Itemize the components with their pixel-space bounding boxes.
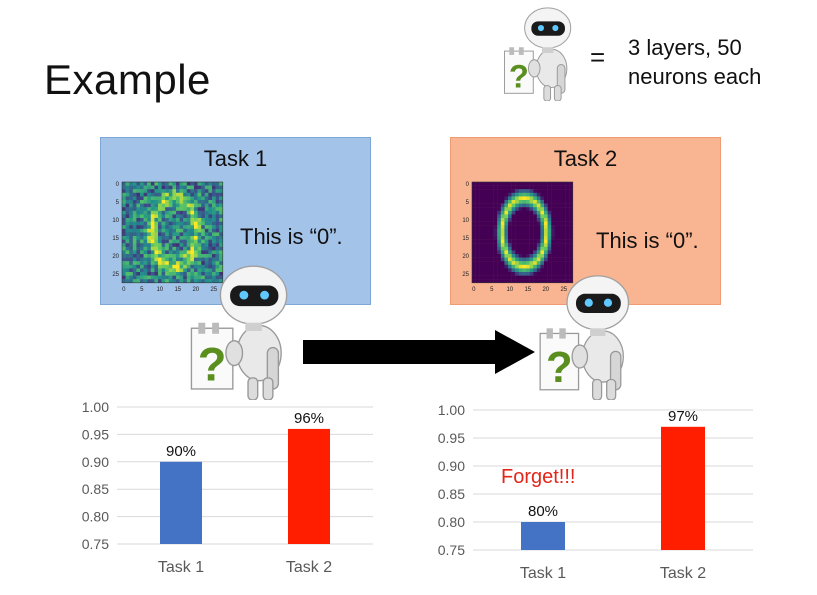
task-1-noisy-digit-image: 0 5 10 15 20 25 0 5 10 15 20 25 [112, 181, 224, 293]
question-mark-icon: ? [539, 328, 580, 392]
y-tick-label: 0.80 [438, 514, 465, 530]
y-tick-label: 1.00 [82, 399, 109, 415]
task-2-title: Task 2 [553, 146, 618, 171]
image-y-tick-label: 25 [462, 272, 469, 278]
image-y-tick-label: 10 [462, 218, 469, 224]
legend-equals-sign: = [590, 42, 606, 72]
task-1-caption: This is “0”. [240, 224, 343, 249]
svg-text:?: ? [546, 344, 573, 392]
image-x-tick-label: 15 [524, 287, 531, 293]
image-x-tick-label: 25 [210, 287, 217, 293]
image-y-tick-label: 0 [466, 182, 470, 188]
image-x-tick-label: 5 [140, 287, 144, 293]
image-y-tick-label: 5 [466, 200, 470, 206]
y-tick-label: 0.80 [82, 509, 109, 525]
data-label: 96% [294, 410, 324, 427]
category-label: Task 2 [660, 565, 706, 582]
task-2-caption: This is “0”. [596, 228, 699, 253]
y-tick-label: 0.90 [438, 458, 465, 474]
category-label: Task 1 [158, 559, 204, 576]
robot-icon: ? [190, 265, 288, 400]
image-y-tick-label: 15 [112, 236, 119, 242]
y-tick-label: 0.75 [438, 542, 465, 558]
svg-text:?: ? [198, 339, 227, 391]
bar [160, 461, 202, 544]
image-y-tick-label: 20 [462, 254, 469, 260]
task-1-title: Task 1 [203, 146, 268, 171]
image-x-tick-label: 20 [192, 287, 199, 293]
robot-icon: ? [504, 7, 572, 101]
right-arrow-icon [303, 330, 535, 374]
bar-chart-2: 0.75 0.80 0.85 0.90 0.95 1.00 80% Task 1 97% Task… [438, 402, 753, 582]
task-2-digit-image: 0 5 10 15 20 25 0 5 10 15 20 25 [462, 181, 574, 293]
data-label: 97% [668, 408, 698, 425]
slide-title: Example [44, 56, 211, 103]
data-label: 90% [166, 443, 196, 460]
image-x-tick-label: 10 [156, 287, 163, 293]
image-x-tick-label: 0 [472, 287, 476, 293]
forget-annotation: Forget!!! [501, 466, 576, 488]
y-tick-label: 0.90 [82, 454, 109, 470]
y-tick-label: 1.00 [438, 402, 465, 418]
category-label: Task 1 [520, 565, 566, 582]
bar [288, 428, 330, 544]
y-tick-label: 0.95 [82, 426, 109, 442]
image-y-tick-label: 10 [112, 218, 119, 224]
image-y-tick-label: 15 [462, 236, 469, 242]
bar [521, 522, 565, 550]
image-x-tick-label: 5 [490, 287, 494, 293]
svg-text:?: ? [509, 58, 529, 95]
bar [661, 426, 705, 550]
robot-icon: ? [539, 275, 630, 400]
question-mark-icon: ? [190, 322, 234, 391]
y-tick-label: 0.95 [438, 430, 465, 446]
image-y-tick-label: 0 [116, 182, 120, 188]
data-label: 80% [528, 503, 558, 520]
image-y-tick-label: 20 [112, 254, 119, 260]
task-2-panel: Task 2 0 5 10 15 20 25 0 5 10 15 20 25 This is “0”. [450, 137, 721, 305]
image-x-tick-label: 20 [542, 287, 549, 293]
y-tick-label: 0.75 [82, 536, 109, 552]
image-y-tick-label: 25 [112, 272, 119, 278]
image-y-tick-label: 5 [116, 200, 120, 206]
bar-chart-1: 0.75 0.80 0.85 0.90 0.95 1.00 90% Task 1 96% Task… [82, 399, 373, 576]
y-tick-label: 0.85 [82, 481, 109, 497]
category-label: Task 2 [286, 559, 332, 576]
image-x-tick-label: 0 [122, 287, 126, 293]
image-x-tick-label: 15 [174, 287, 181, 293]
image-x-tick-label: 25 [560, 287, 567, 293]
y-tick-label: 0.85 [438, 486, 465, 502]
legend-description: 3 layers, 50 neurons each [628, 35, 762, 89]
image-x-tick-label: 10 [506, 287, 513, 293]
